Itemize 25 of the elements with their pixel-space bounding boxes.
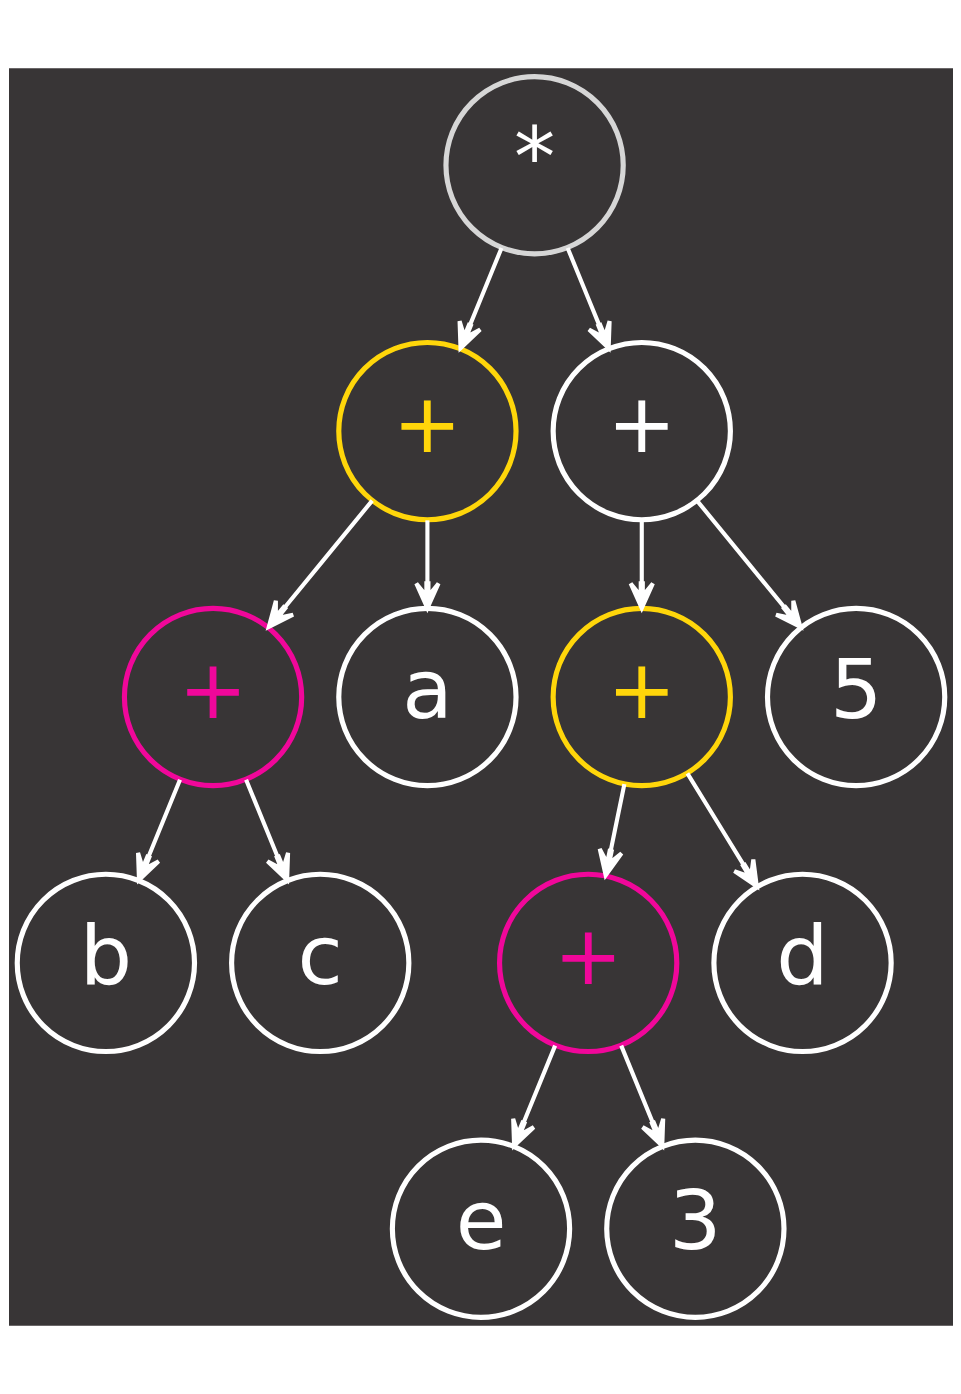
arrow [413,520,441,611]
arrow [510,1044,557,1148]
arrow [685,772,759,889]
node-circle: + [335,339,519,523]
arrow [457,247,503,351]
node-circle: c [228,871,411,1055]
node-circle: d [710,871,894,1055]
node-circle: + [550,339,733,523]
arrow [694,499,802,629]
arrow [135,778,182,883]
node-circle: * [442,74,626,257]
node-circle: b [14,871,197,1055]
arrow [628,520,655,611]
arrow [618,1044,665,1148]
node-circle: 3 [603,1137,787,1320]
node-circle: + [496,871,679,1055]
node-circle: a [335,605,519,789]
node-circle: 5 [764,605,947,789]
arrow [266,499,374,629]
node-circle: + [550,605,733,789]
arrow [597,783,626,878]
node-circle: e [389,1137,572,1320]
arrow [243,778,290,883]
arrow [565,247,612,351]
node-circle: + [121,605,304,789]
